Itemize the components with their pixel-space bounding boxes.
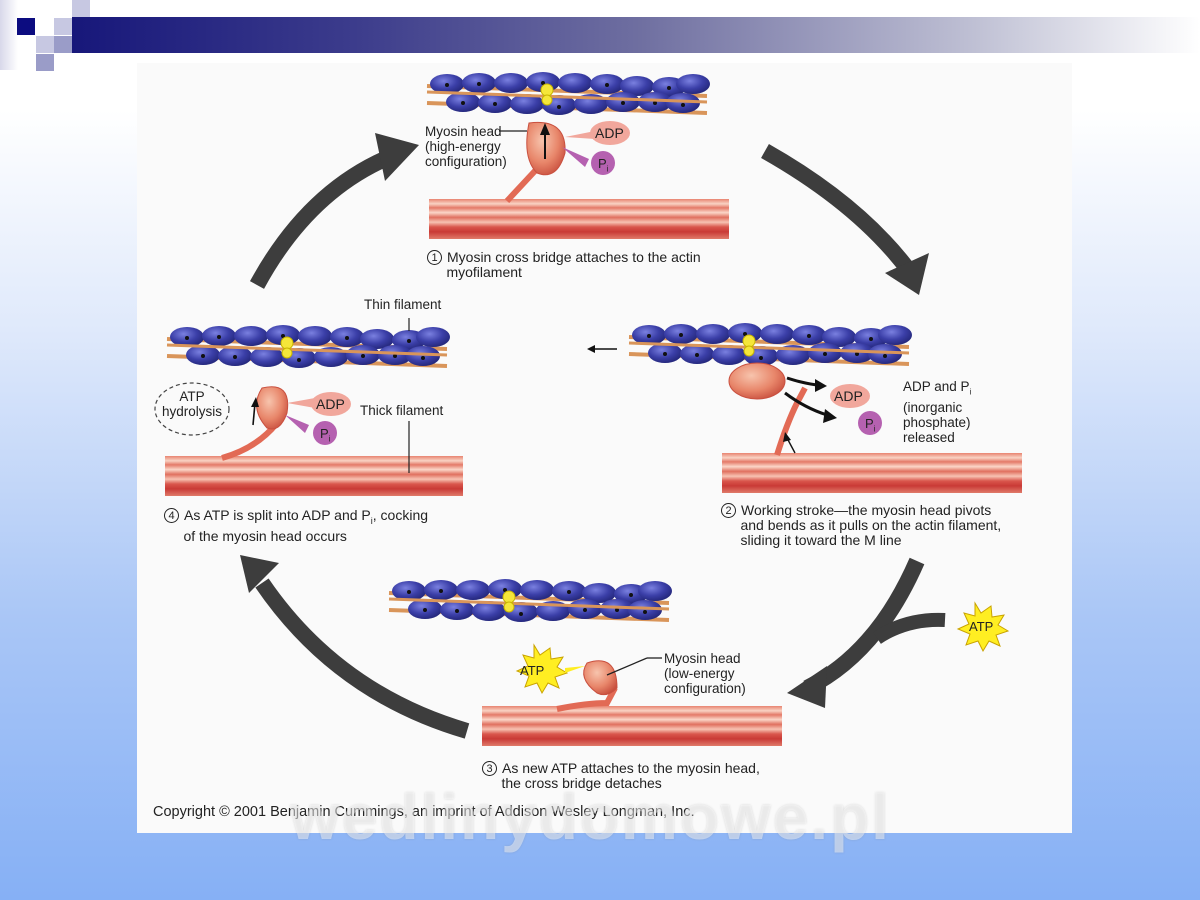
cycle-arrow-2-to-3 — [787, 557, 946, 708]
cycle-arrow-1-to-2 — [761, 144, 929, 295]
atp-hydrolysis-label: ATP hydrolysis — [162, 389, 223, 419]
adp-pi-released-label: ADP and Pi (inorganic phosphate) release… — [903, 379, 972, 445]
step-number-1: 1 — [427, 250, 442, 265]
watermark: wedlinydomowe.pl — [290, 781, 891, 853]
thick-filament-step1 — [429, 199, 729, 239]
myosin-head-label-step3: Myosin head (low-energy configuration) — [664, 651, 746, 696]
atp-star-step3 — [515, 643, 569, 695]
thin-filament-label: Thin filament — [364, 297, 442, 312]
diagram-panel: Myosin head (high-energy configuration) … — [137, 63, 1072, 833]
hydrolysis-bubble — [154, 382, 230, 436]
adp-label-step2: ADP — [834, 388, 863, 404]
atp-label-step3: ATP — [520, 663, 545, 678]
thin-filament-step3 — [387, 577, 674, 624]
thick-filament-step3 — [482, 706, 782, 746]
thin-filament-step1 — [425, 70, 712, 117]
decor-square — [36, 36, 54, 53]
myosin-head-step4 — [256, 386, 289, 430]
cycle-arrow-3-to-4 — [240, 555, 470, 739]
decor-square — [17, 18, 35, 35]
incoming-atp-label: ATP — [969, 619, 994, 634]
incoming-atp-star — [956, 601, 1010, 653]
title-bar — [72, 17, 1200, 53]
pi-label-step4: Pi — [320, 426, 331, 444]
thin-filament-step2 — [627, 321, 914, 368]
step-number-3: 3 — [482, 761, 497, 776]
pi-label-step2: Pi — [865, 416, 876, 434]
pi-label-step1: Pi — [598, 156, 609, 174]
decor-square — [54, 18, 72, 35]
adp-label-step1: ADP — [595, 125, 624, 141]
myosin-head-step3 — [583, 660, 618, 696]
thick-filament-step2 — [722, 453, 1022, 493]
step-number-2: 2 — [721, 503, 736, 518]
cross-bridge-cycle-diagram — [154, 70, 1022, 746]
cycle-arrow-4-to-1 — [249, 133, 419, 289]
step-number-4: 4 — [164, 508, 179, 523]
myosin-head-label-step1: Myosin head (high-energy configuration) — [425, 124, 507, 169]
thick-filament-label: Thick filament — [360, 403, 444, 418]
decor-square — [36, 54, 54, 71]
myosin-head-step2 — [728, 362, 786, 400]
decor-square — [0, 0, 18, 70]
thin-filament-step4 — [165, 323, 452, 370]
copyright-notice: Copyright © 2001 Benjamin Cummings, an i… — [153, 804, 695, 820]
adp-label-step4: ADP — [316, 396, 345, 412]
decor-square — [72, 0, 90, 17]
thick-filament-step4 — [165, 456, 463, 496]
decor-square — [54, 36, 72, 53]
